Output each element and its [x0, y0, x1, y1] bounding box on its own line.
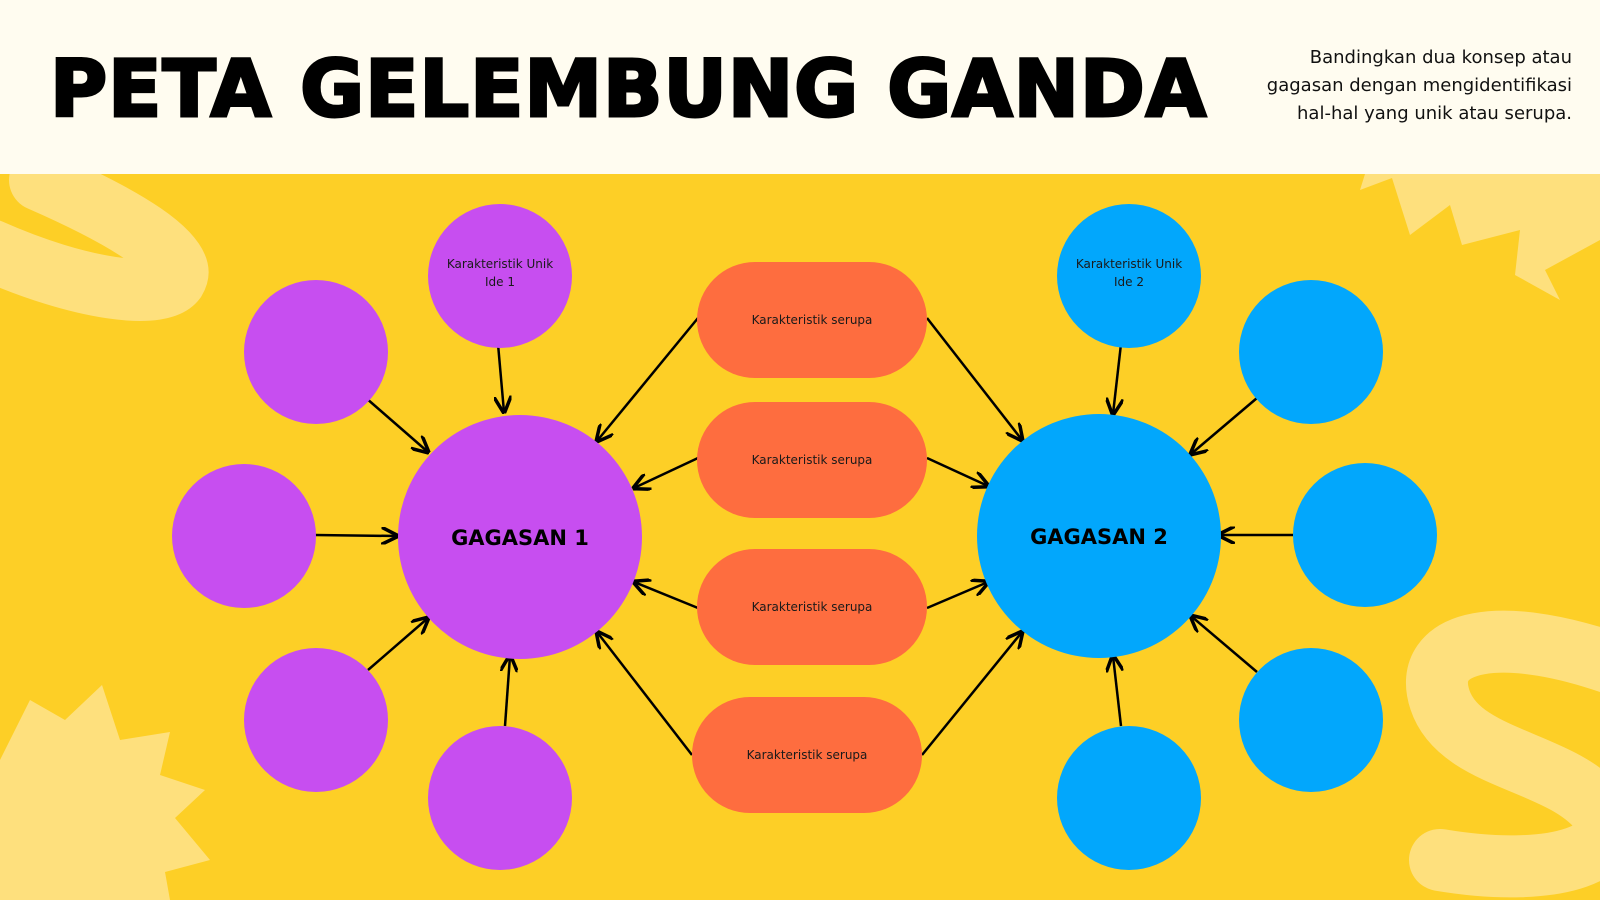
arrow-idea2-bubble-a: [1191, 397, 1258, 454]
idea1-unique-bubble-c: [244, 648, 388, 792]
similar-pill-4: [692, 697, 922, 813]
idea2-unique-bubble-b: [1293, 463, 1437, 607]
idea2-unique-bubble-a: [1239, 280, 1383, 424]
page-subtitle: Bandingkan dua konsep atau gagasan denga…: [1266, 47, 1572, 124]
idea1-main-label: GAGASAN 1: [451, 526, 589, 550]
arrow-idea1-unique: [498, 343, 504, 412]
idea1-unique-bubble: [428, 204, 572, 348]
idea1-unique-bubble-a: [244, 280, 388, 424]
similar-pill-2: [697, 402, 927, 518]
arrow-similar1-to-idea1: [597, 317, 699, 441]
idea2-unique-bubble-c: [1239, 648, 1383, 792]
squiggle-decoration-bottom-right: [1406, 610, 1600, 898]
similar-label-3: Karakteristik serupa: [752, 600, 873, 614]
idea1-unique-bubble-d: [428, 726, 572, 870]
arrow-similar1-to-idea2: [926, 317, 1022, 440]
similar-label-1: Karakteristik serupa: [752, 313, 873, 327]
arrow-similar4-to-idea2: [921, 632, 1022, 756]
idea1-main-bubble: [398, 415, 642, 659]
header: PETA GELEMBUNG GANDA Bandingkan dua kons…: [0, 0, 1600, 174]
arrow-idea1-bubble-a: [365, 397, 428, 452]
background-decorations: [0, 174, 1600, 900]
arrow-idea1-bubble-d: [505, 656, 510, 727]
idea2-main-label: GAGASAN 2: [1030, 525, 1168, 549]
similar-pill-1: [697, 262, 927, 378]
arrow-idea2-bubble-d: [1113, 656, 1121, 727]
idea1-unique-bubble-b: [172, 464, 316, 608]
arrow-similar2-to-idea2: [926, 456, 988, 486]
idea2-unique-bubble-d: [1057, 726, 1201, 870]
star-decoration-top-right: [1360, 174, 1600, 300]
idea2-unique-bubble: [1057, 204, 1201, 348]
similar-label-4: Karakteristik serupa: [747, 748, 868, 762]
arrow-similar4-to-idea1: [597, 632, 693, 756]
connector-arrows: [314, 317, 1293, 756]
page-title: PETA GELEMBUNG GANDA: [48, 44, 1208, 137]
arrow-similar3-to-idea2: [926, 582, 988, 610]
similar-group: Karakteristik serupa Karakteristik serup…: [692, 262, 927, 813]
idea2-main-bubble: [977, 414, 1221, 658]
arrow-idea1-bubble-b: [314, 535, 397, 536]
arrow-similar3-to-idea1: [634, 582, 699, 610]
arrow-idea2-unique: [1113, 343, 1121, 414]
similar-pill-3: [697, 549, 927, 665]
similar-label-2: Karakteristik serupa: [752, 453, 873, 467]
star-decoration-bottom-left: [0, 685, 210, 900]
arrow-idea2-bubble-c: [1191, 616, 1258, 673]
arrow-similar2-to-idea1: [634, 456, 699, 488]
squiggle-decoration-top-left: [0, 174, 208, 321]
arrow-idea1-bubble-c: [367, 618, 428, 671]
